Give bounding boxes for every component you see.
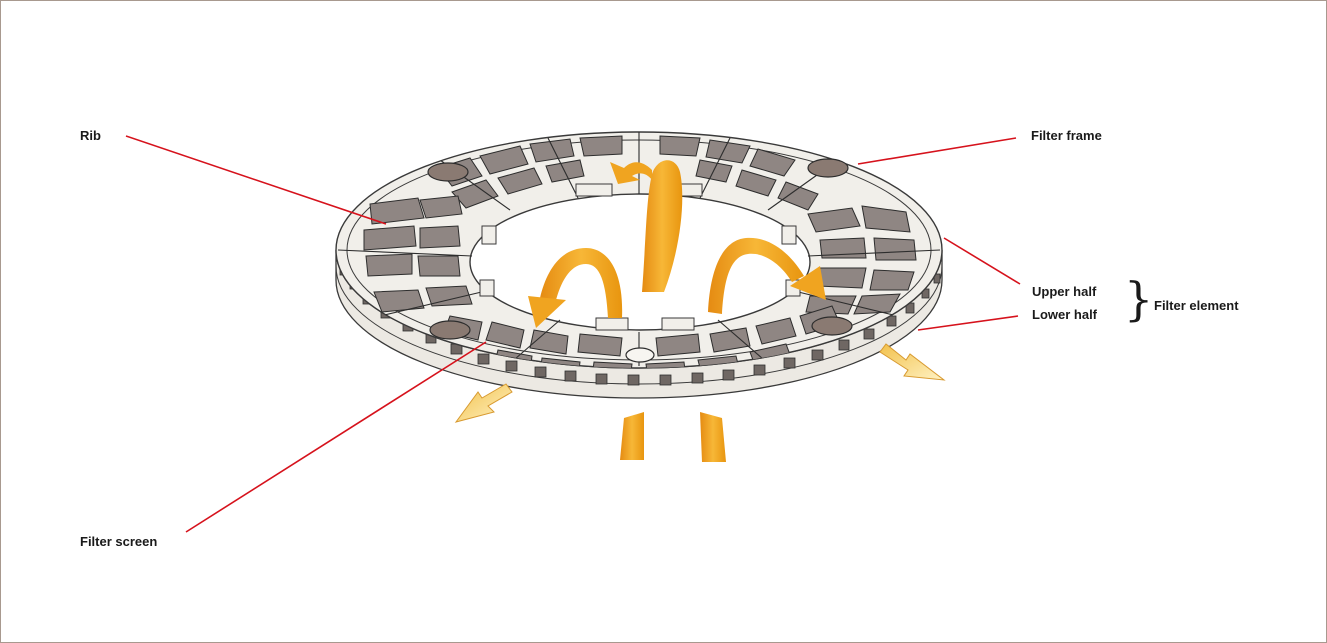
curved-flow-arrow-right: [708, 237, 804, 314]
mounting-bosses: [427, 158, 853, 363]
outflow-arrows: [454, 343, 946, 423]
leader-line-filter-frame: [857, 137, 1017, 165]
right-brace-icon: }: [1124, 272, 1154, 326]
leader-line-rib: [125, 135, 387, 225]
label-filter-frame: Filter frame: [1031, 128, 1102, 143]
leader-line-lower-half: [917, 315, 1019, 331]
curved-flow-arrow-left: [540, 248, 623, 318]
leader-line-upper-half: [943, 237, 1021, 285]
label-filter-screen: Filter screen: [80, 534, 158, 549]
leader-line-filter-screen: [185, 341, 487, 533]
filter-screens: [337, 132, 941, 368]
label-lower-half: Lower half: [1032, 307, 1098, 322]
label-upper-half: Upper half: [1032, 284, 1097, 299]
leader-lines: [125, 135, 1021, 533]
curved-flow-arrow-center: [642, 160, 683, 292]
inner-notches: [479, 183, 801, 331]
label-rib: Rib: [80, 128, 101, 143]
curved-flow-arrows: [528, 160, 826, 462]
outflow-arrow-right: [879, 343, 946, 381]
inflow-arrow-left: [620, 412, 644, 460]
inflow-arrow-right: [700, 412, 726, 462]
outflow-arrow-left: [454, 383, 513, 423]
label-filter-element: Filter element: [1154, 298, 1239, 313]
